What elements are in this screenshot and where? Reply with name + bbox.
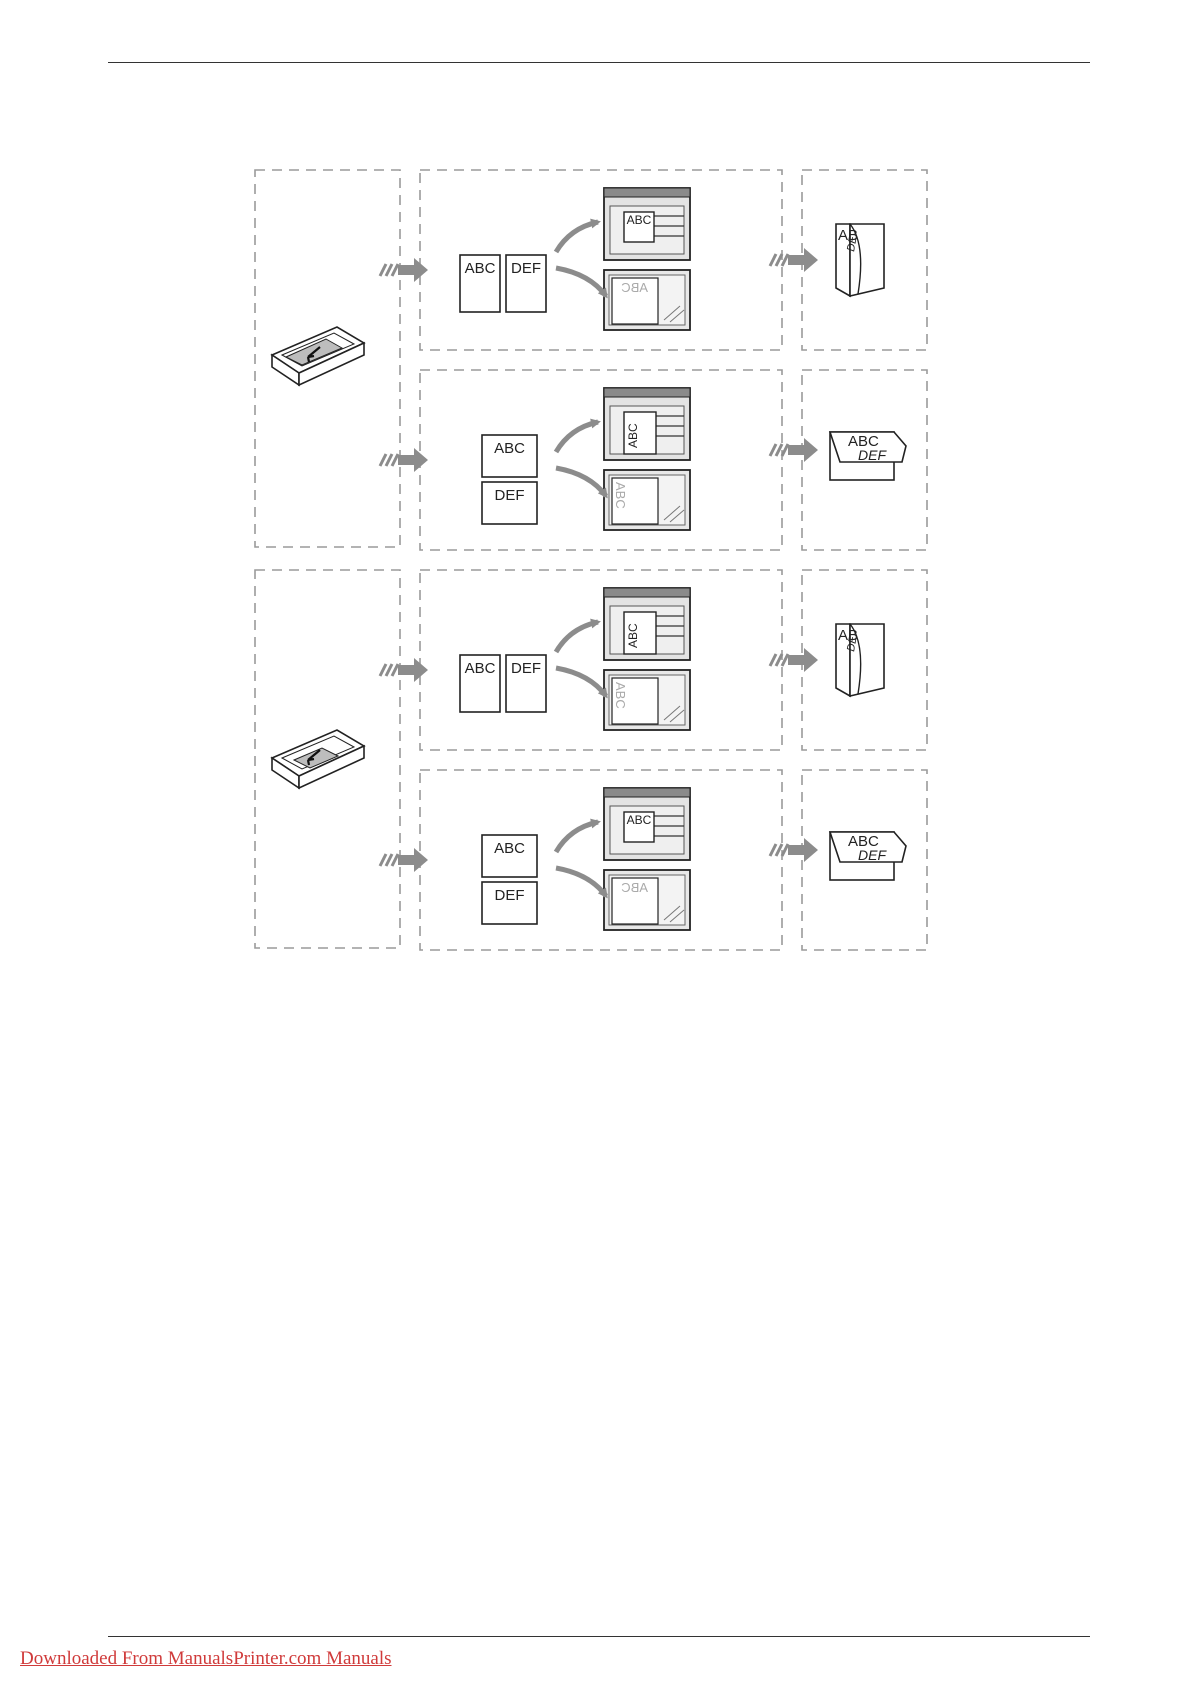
feeder-top [604, 588, 690, 597]
flow-row: ABC DEF ABC ABC ABDE [380, 188, 884, 330]
feeder-page-label: ABC [627, 213, 652, 227]
feeder-top [604, 388, 690, 397]
arrow-stripe [380, 264, 386, 276]
arrow-stripe [380, 664, 386, 676]
arrow-stripe [776, 844, 782, 856]
curved-arrow-icon [556, 822, 598, 852]
arrow-body [398, 848, 428, 872]
original-page: ABC [460, 255, 500, 312]
flow-arrow-icon [380, 448, 428, 472]
document-feeder-icon: ABC [604, 388, 690, 460]
original-page: DEF [506, 255, 546, 312]
original-page: ABC [460, 655, 500, 712]
arrow-stripe [380, 454, 386, 466]
arrow-stripe [782, 654, 788, 666]
document-feeder-icon: ABC [604, 188, 690, 260]
arrow-body [788, 438, 818, 462]
arrow-stripe [770, 844, 776, 856]
glass-page-label: ABC [613, 682, 628, 709]
curved-arrow-icon [556, 422, 598, 452]
original-page: ABC [482, 835, 537, 877]
arrow-stripe [782, 444, 788, 456]
original-page-label: DEF [511, 260, 541, 277]
arrow-body [788, 838, 818, 862]
original-page: DEF [506, 655, 546, 712]
arrow-body [398, 448, 428, 472]
arrow-stripe [782, 254, 788, 266]
calendar-label-back: DEF [858, 847, 887, 863]
arrow-stripe [386, 454, 392, 466]
original-page-label: DEF [495, 887, 525, 904]
arrow-stripe [776, 654, 782, 666]
glass-page-label: ABC [621, 280, 648, 295]
arrow-stripe [386, 264, 392, 276]
flow-arrow-icon [380, 848, 428, 872]
curved-arrow-icon [556, 222, 598, 252]
flow-arrow-icon [770, 438, 818, 462]
original-page-label: DEF [511, 660, 541, 677]
platen-glass-icon: ABC [604, 870, 690, 930]
original-page: DEF [482, 482, 537, 524]
document-feeder-icon: ABC [604, 788, 690, 860]
feeder-page-label: ABC [626, 423, 640, 448]
calendar-label-back: DEF [858, 447, 887, 463]
platen-glass-icon: ABC [604, 470, 690, 530]
arrow-stripe [392, 664, 398, 676]
feeder-page-label: ABC [626, 623, 640, 648]
flow-arrow-icon [770, 248, 818, 272]
paper-tray-icon [272, 327, 364, 385]
flow-arrow-icon [770, 838, 818, 862]
curved-arrow-icon [556, 668, 606, 696]
original-page: ABC [482, 435, 537, 477]
original-page-label: ABC [465, 660, 496, 677]
arrow-stripe [380, 854, 386, 866]
arrow-body [398, 658, 428, 682]
glass-page-label: ABC [621, 880, 648, 895]
original-page-label: ABC [494, 440, 525, 457]
footer-download-link[interactable]: Downloaded From ManualsPrinter.com Manua… [20, 1648, 392, 1670]
originals-box [420, 770, 782, 950]
arrow-body [788, 248, 818, 272]
arrow-stripe [770, 654, 776, 666]
arrow-body [788, 648, 818, 672]
original-page-label: ABC [465, 260, 496, 277]
arrow-stripe [782, 844, 788, 856]
arrow-stripe [392, 454, 398, 466]
glass-page-label: ABC [613, 482, 628, 509]
original-page-label: DEF [495, 487, 525, 504]
flow-arrow-icon [770, 648, 818, 672]
arrow-stripe [386, 664, 392, 676]
arrow-stripe [776, 254, 782, 266]
original-page: DEF [482, 882, 537, 924]
arrow-stripe [770, 254, 776, 266]
arrow-body [398, 258, 428, 282]
arrow-stripe [392, 264, 398, 276]
feeder-top [604, 788, 690, 797]
originals-box [420, 370, 782, 550]
platen-glass-icon: ABC [604, 670, 690, 730]
platen-glass-icon: ABC [604, 270, 690, 330]
feeder-page-label: ABC [627, 813, 652, 827]
feeder-top [604, 188, 690, 197]
arrow-stripe [776, 444, 782, 456]
arrow-stripe [392, 854, 398, 866]
curved-arrow-icon [556, 868, 606, 896]
curved-arrow-icon [556, 622, 598, 652]
arrow-stripe [770, 444, 776, 456]
document-feeder-icon: ABC [604, 588, 690, 660]
arrow-stripe [386, 854, 392, 866]
curved-arrow-icon [556, 268, 606, 296]
original-page-label: ABC [494, 840, 525, 857]
curved-arrow-icon [556, 468, 606, 496]
paper-tray-icon [272, 730, 364, 788]
